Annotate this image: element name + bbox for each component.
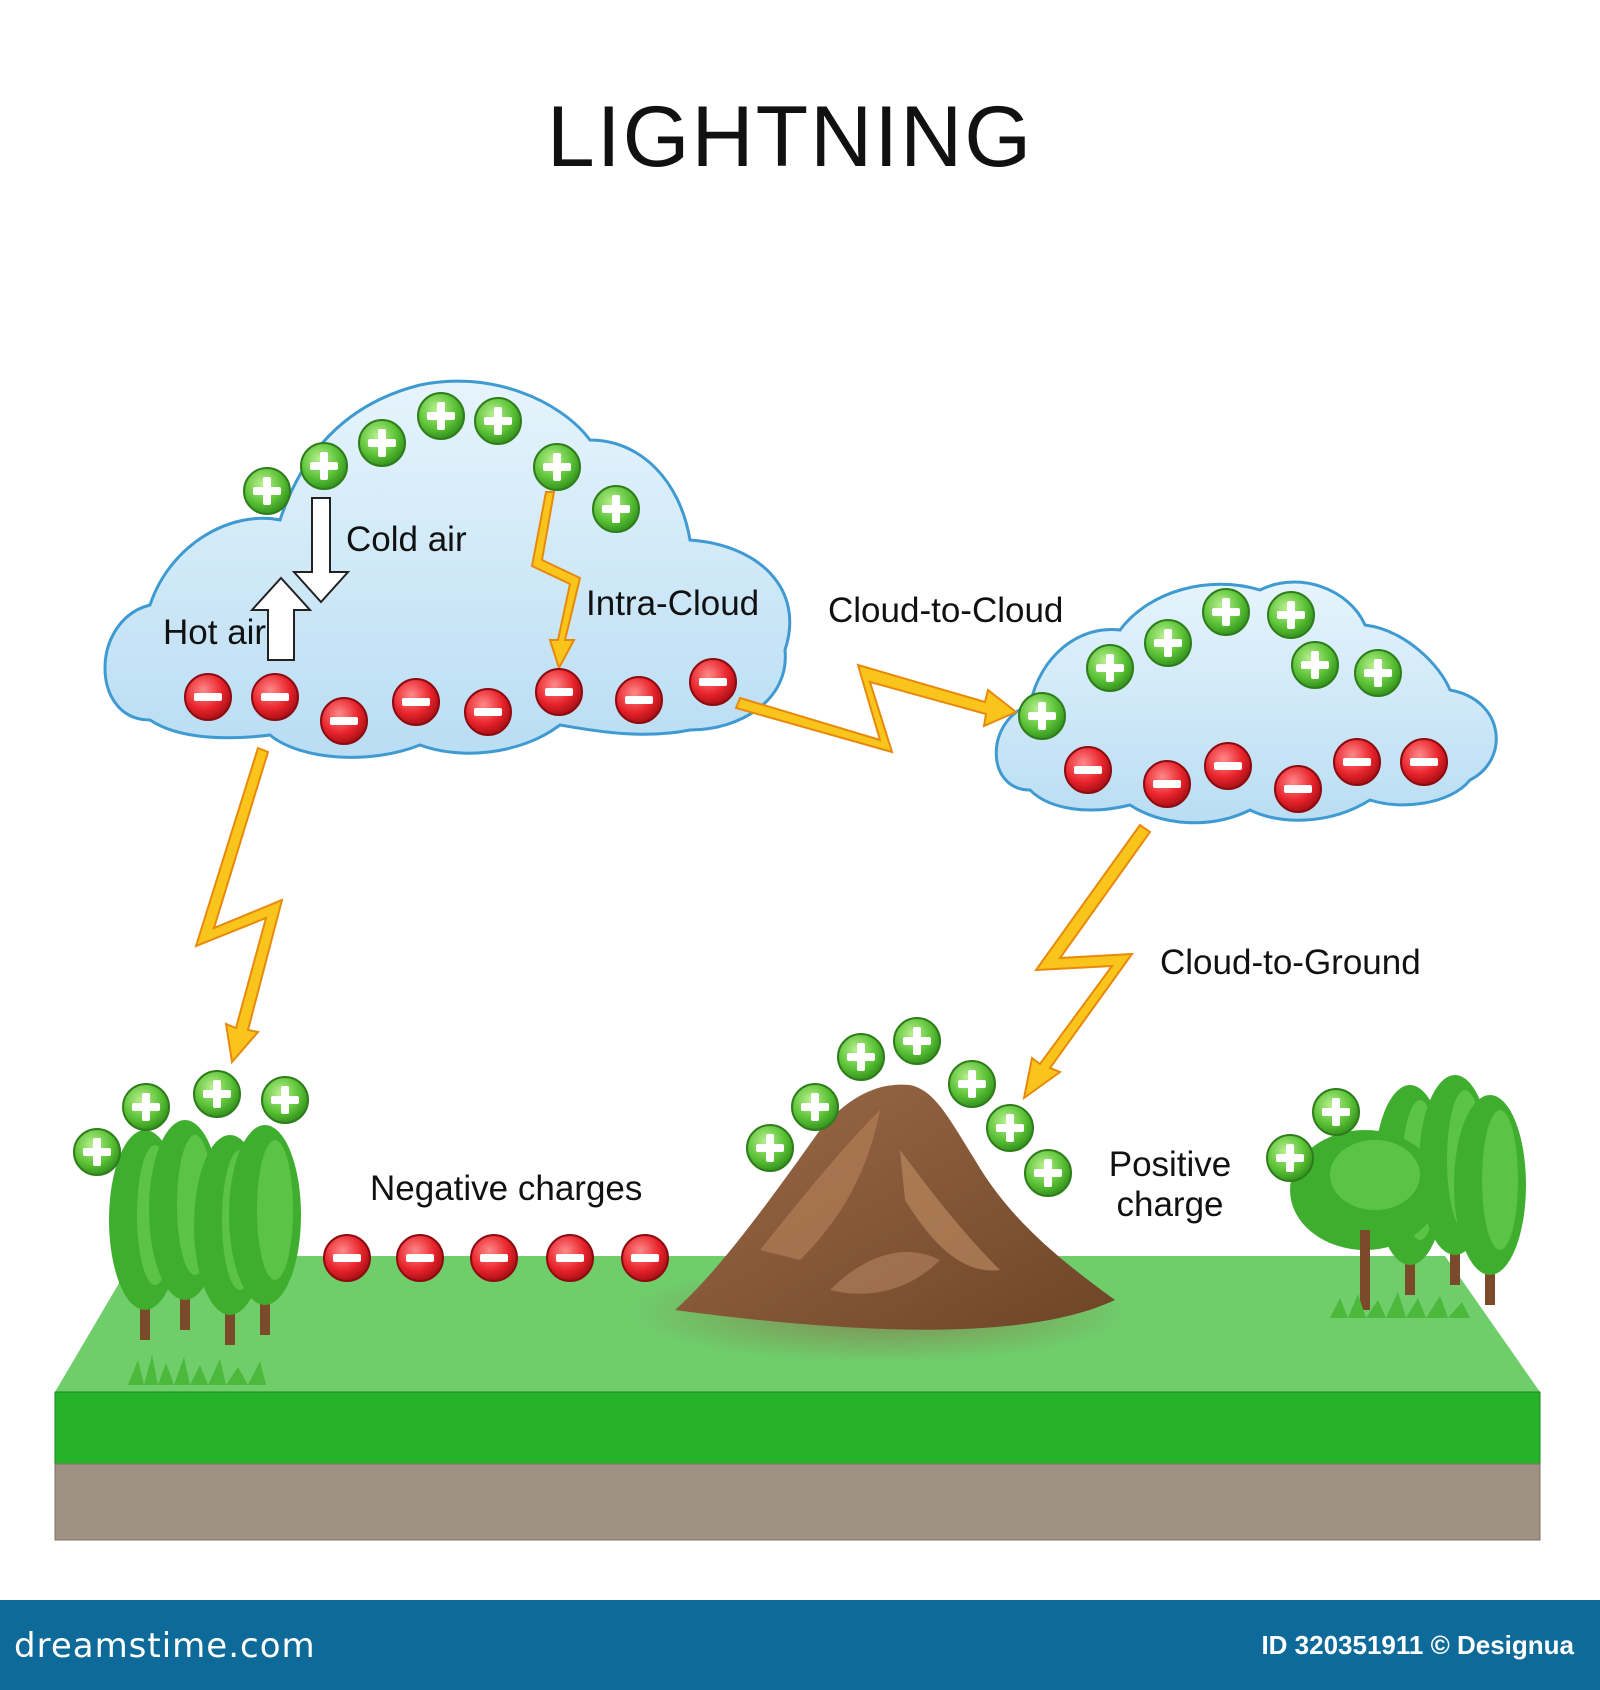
minus-sign-icon	[621, 1234, 669, 1282]
plus-sign-icon	[837, 1033, 885, 1081]
minus-sign-icon	[470, 1234, 518, 1282]
cold-air-label: Cold air	[346, 520, 467, 559]
cloud-to-cloud-label: Cloud-to-Cloud	[828, 591, 1064, 630]
positive-charge-label-line2: charge	[1116, 1185, 1224, 1224]
trees-right	[1290, 1075, 1526, 1318]
soil-layer	[54, 1463, 1541, 1541]
minus-sign-icon	[392, 678, 440, 726]
minus-sign-icon	[1204, 742, 1252, 790]
grass-side	[54, 1391, 1541, 1465]
plus-sign-icon	[474, 397, 522, 445]
plus-sign-icon	[1018, 692, 1066, 740]
minus-sign-icon	[615, 676, 663, 724]
minus-sign-icon	[1333, 738, 1381, 786]
minus-sign-icon	[535, 668, 583, 716]
plus-sign-icon	[261, 1076, 309, 1124]
plus-sign-icon	[1086, 644, 1134, 692]
plus-sign-icon	[243, 467, 291, 515]
hot-air-label: Hot air	[163, 613, 267, 652]
left-cloud-to-ground-bolt	[194, 746, 284, 1065]
positive-charge-label-line1: Positive	[1108, 1145, 1232, 1184]
footer-bar: dreamstime.com ID 320351911 © Designua	[0, 1600, 1600, 1690]
plus-sign-icon	[986, 1104, 1034, 1152]
plus-sign-icon	[592, 485, 640, 533]
plus-sign-icon	[791, 1083, 839, 1131]
intra-cloud-label: Intra-Cloud	[586, 584, 760, 623]
plus-sign-icon	[893, 1017, 941, 1065]
minus-sign-icon	[1274, 765, 1322, 813]
minus-sign-icon	[396, 1234, 444, 1282]
plus-sign-icon	[1354, 649, 1402, 697]
plus-sign-icon	[193, 1070, 241, 1118]
minus-sign-icon	[1400, 738, 1448, 786]
minus-sign-icon	[546, 1234, 594, 1282]
minus-sign-icon	[689, 658, 737, 706]
plus-sign-icon	[948, 1060, 996, 1108]
minus-sign-icon	[323, 1234, 371, 1282]
footer-credit: ID 320351911 © Designua	[1261, 1630, 1574, 1660]
up-arrow-icon	[249, 576, 313, 661]
trees-left	[109, 1120, 301, 1385]
intra-cloud-bolt	[530, 491, 582, 671]
plus-sign-icon	[73, 1128, 121, 1176]
cloud-to-ground-bolt	[1022, 823, 1152, 1101]
plus-sign-icon	[300, 442, 348, 490]
negative-charges-label: Negative charges	[370, 1169, 643, 1208]
lightning-diagram	[54, 379, 1541, 1541]
plus-sign-icon	[1291, 641, 1339, 689]
down-arrow-icon	[291, 497, 351, 604]
minus-sign-icon	[1143, 760, 1191, 808]
minus-sign-icon	[320, 697, 368, 745]
plus-sign-icon	[1266, 1134, 1314, 1182]
minus-sign-icon	[251, 673, 299, 721]
plus-sign-icon	[1202, 588, 1250, 636]
cloud-to-ground-label: Cloud-to-Ground	[1160, 943, 1421, 982]
plus-sign-icon	[1024, 1149, 1072, 1197]
plus-sign-icon	[1312, 1088, 1360, 1136]
cloud-left	[103, 379, 792, 759]
cloud-to-cloud-bolt	[734, 663, 1018, 754]
mountain	[630, 1084, 1130, 1362]
plus-sign-icon	[533, 443, 581, 491]
plus-sign-icon	[417, 392, 465, 440]
footer-site-name: dreamstime.com	[14, 1626, 316, 1666]
plus-sign-icon	[122, 1083, 170, 1131]
minus-sign-icon	[464, 688, 512, 736]
plus-sign-icon	[1144, 619, 1192, 667]
plus-sign-icon	[358, 419, 406, 467]
minus-sign-icon	[184, 673, 232, 721]
minus-sign-icon	[1064, 746, 1112, 794]
plus-sign-icon	[746, 1124, 794, 1172]
diagram-title: LIGHTNING	[546, 89, 1034, 185]
positive-charge-label: Positive charge	[1100, 1145, 1240, 1225]
plus-sign-icon	[1267, 591, 1315, 639]
